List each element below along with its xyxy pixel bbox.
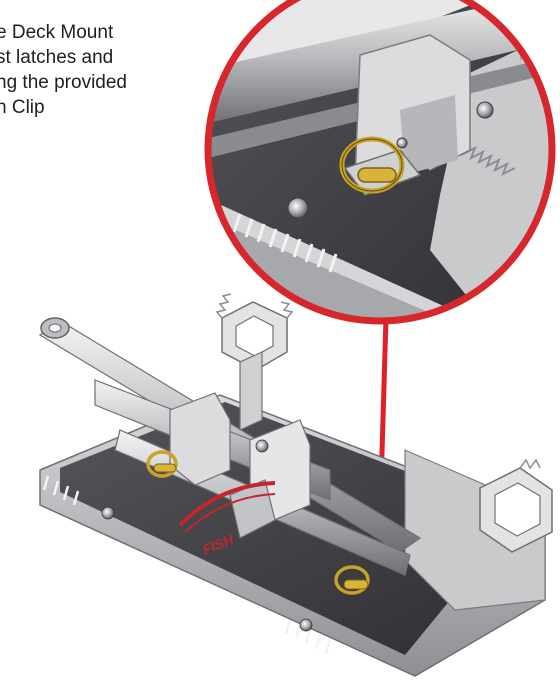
screw [299,618,313,632]
screw [101,506,115,520]
detail-screw [476,101,494,119]
instruction-line-3: ng the provided [0,72,127,93]
hitch-clip-left [146,450,178,478]
rod-holder-bracket-left [215,293,294,431]
deck-mount: FISH [38,293,553,677]
instruction-line-2: st latches and [0,47,114,68]
detail-callout [204,0,556,325]
screw [255,439,269,453]
detail-hitch-clip [339,136,405,194]
rod-holder-bracket-right [479,458,553,553]
callout-ring [204,0,556,325]
instruction-text: e Deck Mount st latches and ng the provi… [0,20,226,120]
detail-screw [287,197,309,219]
instruction-line-4: h Clip [0,97,45,118]
instruction-line-1: e Deck Mount [0,22,114,43]
hitch-clip-right [334,565,370,595]
